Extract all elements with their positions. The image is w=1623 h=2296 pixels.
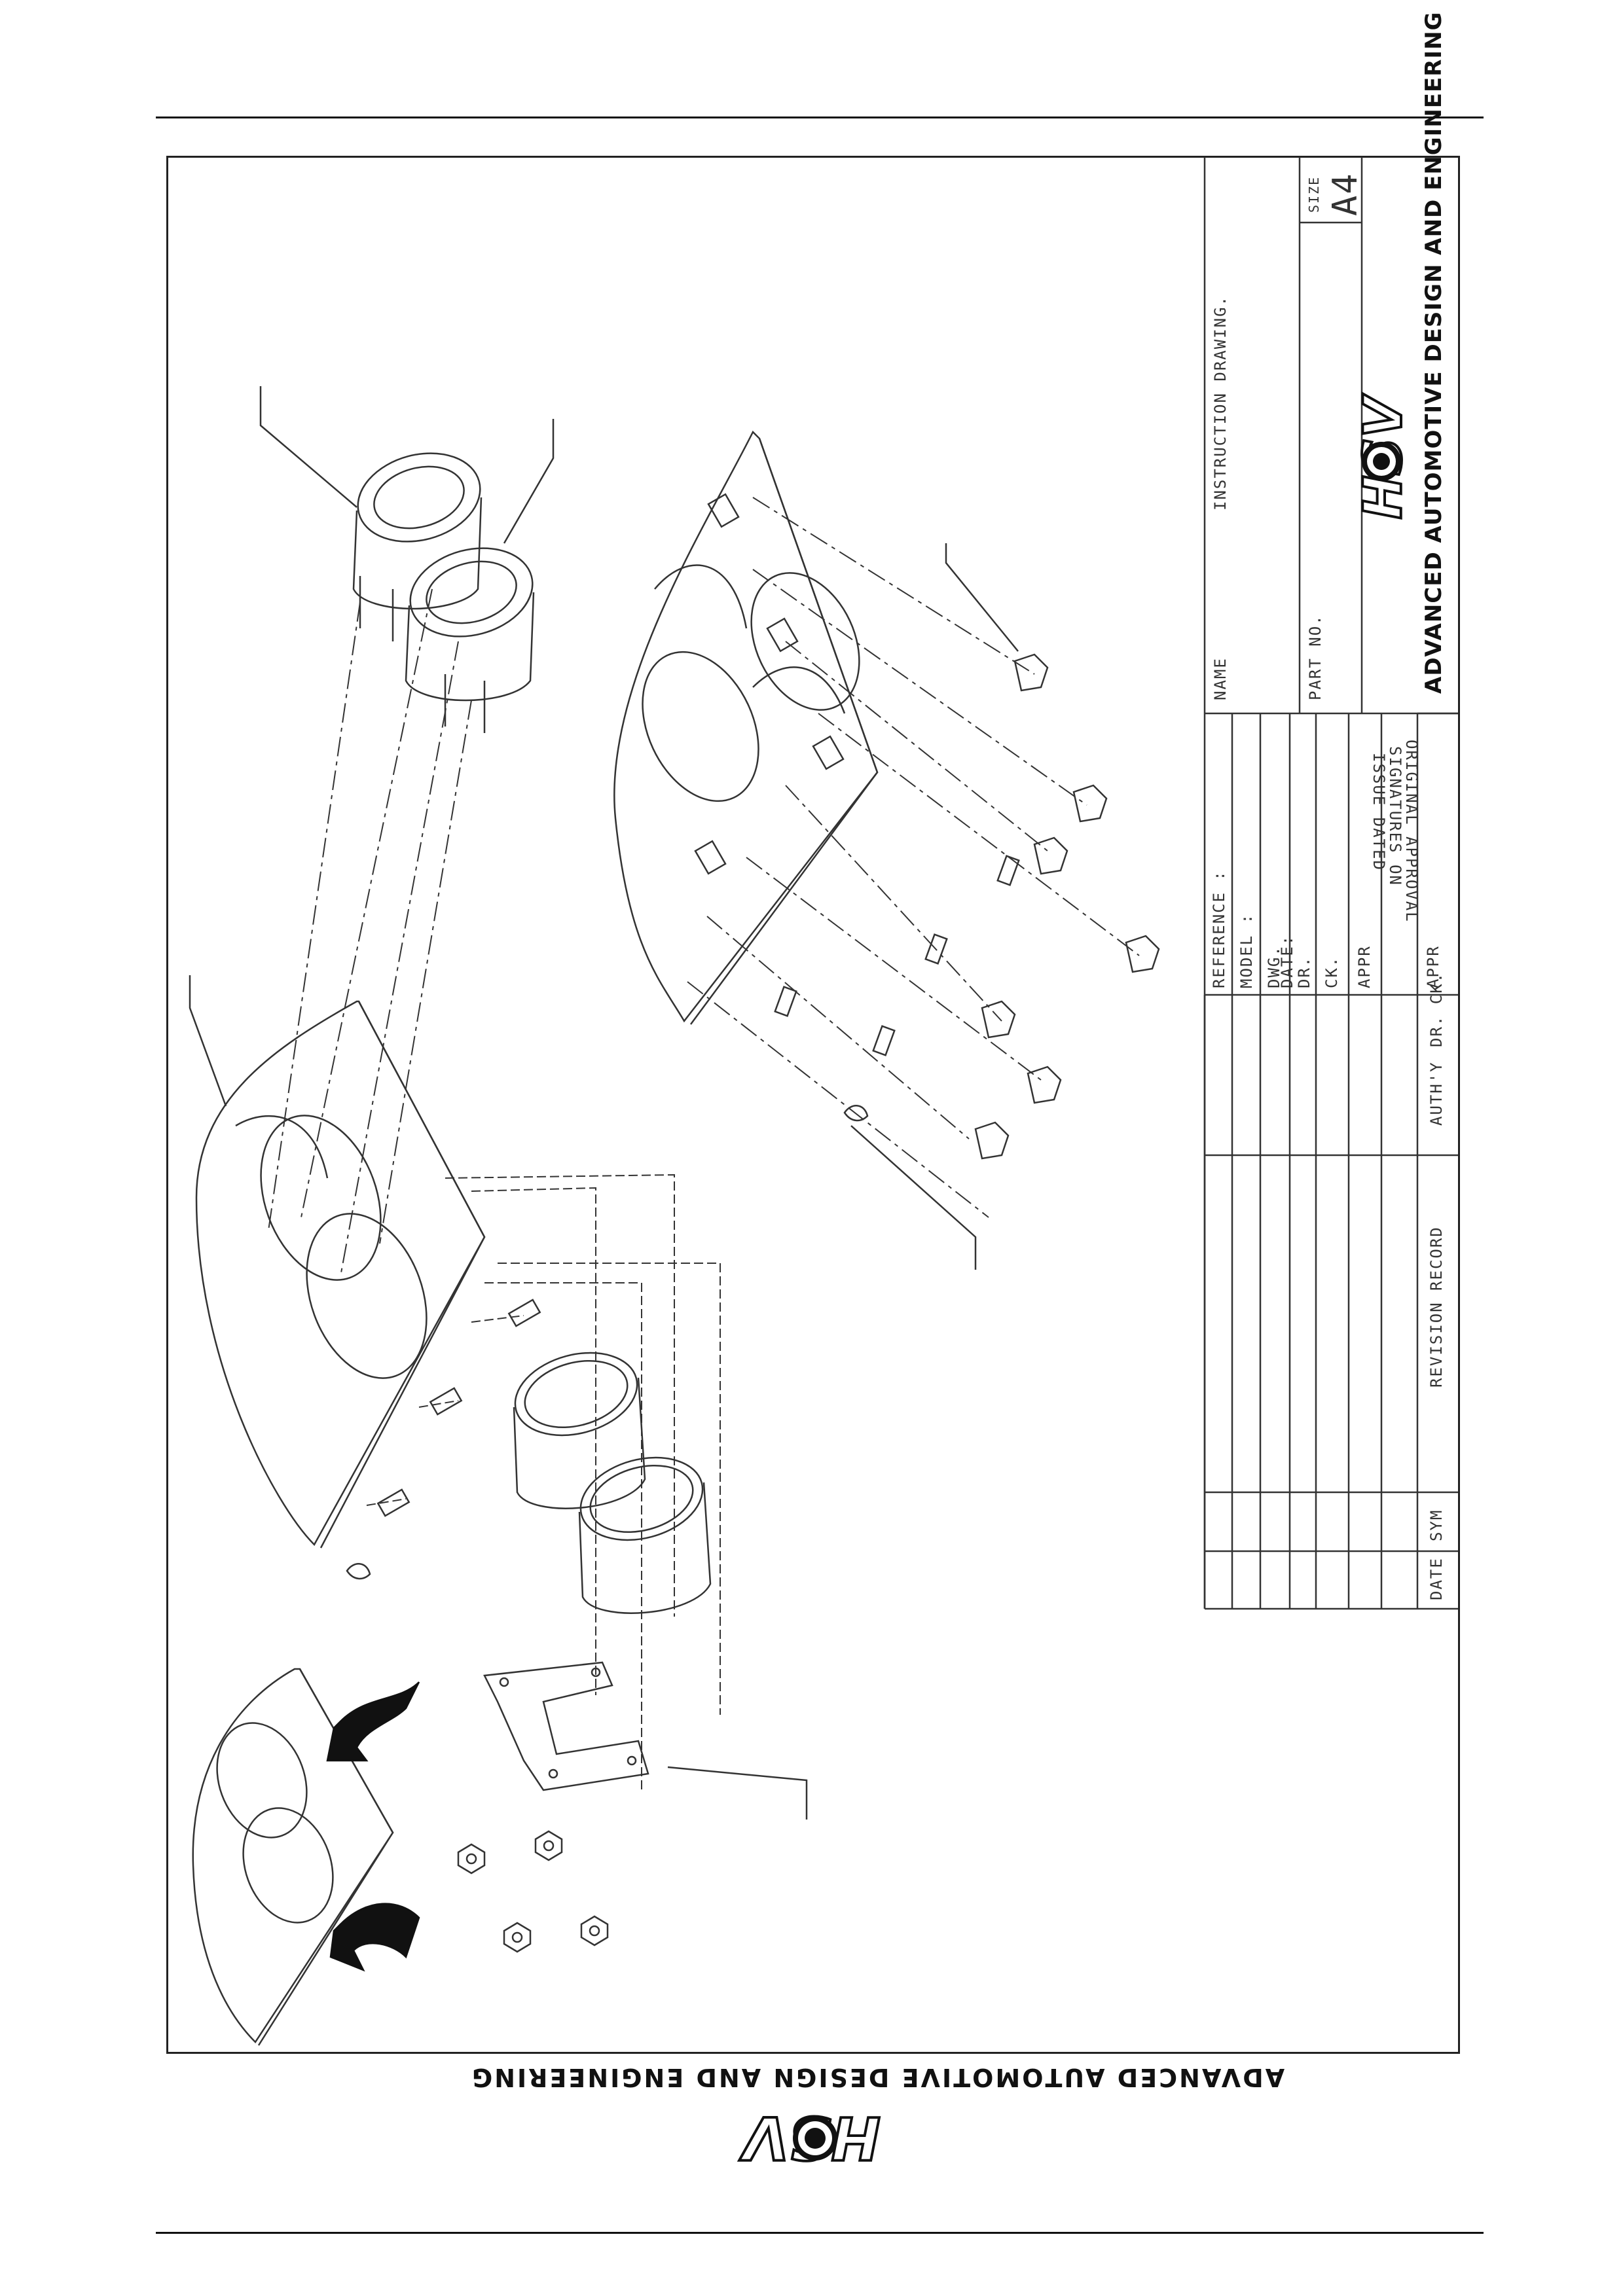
rev-date: DATE (1427, 1557, 1446, 1600)
model-label: MODEL : (1237, 913, 1256, 988)
upper-gauges (348, 440, 542, 733)
arrow-icons (327, 1682, 419, 1970)
signatures-on: SIGNATURES ON (1386, 746, 1404, 886)
issue-dated: ISSUE DATED (1370, 753, 1388, 871)
leader-lines (190, 386, 1018, 1820)
nuts (458, 1831, 608, 1952)
mounting-bracket (484, 1662, 648, 1790)
middle-pod-housing (196, 1001, 484, 1548)
reference-label: REFERENCE : (1210, 870, 1228, 988)
size-value: A4 (1326, 172, 1365, 216)
title-hsv-logo: HSV (1353, 393, 1413, 520)
ck-label: CK. (1322, 956, 1341, 988)
rev-authy: AUTH'Y (1427, 1061, 1446, 1126)
middle-clips (347, 1300, 540, 1579)
name-label: NAME (1211, 657, 1230, 700)
date-label: DATE: (1278, 935, 1296, 988)
original-approval: ORIGINAL APPROVAL (1402, 740, 1421, 923)
rev-dr-ck: DR. CK. (1427, 972, 1446, 1047)
lower-gauge-rings (506, 1340, 712, 1613)
title-company: ADVANCED AUTOMOTIVE DESIGN AND ENGINEERI… (1421, 12, 1447, 694)
appr-label: APPR (1355, 945, 1374, 988)
footer-hsv-logo: HSV (739, 2103, 881, 2172)
part-no-label: PART NO. (1306, 614, 1324, 700)
upper-pod-assembly (614, 432, 880, 1024)
size-label: SIZE (1306, 176, 1322, 213)
dr-label: DR. (1295, 956, 1313, 988)
upper-clips (775, 655, 1159, 1158)
footer-company: ADVANCED AUTOMOTIVE DESIGN AND ENGINEERI… (470, 2063, 1285, 2092)
rev-record: REVISION RECORD (1427, 1226, 1446, 1388)
rev-sym: SYM (1427, 1509, 1446, 1541)
instruction-label: INSTRUCTION DRAWING. (1211, 295, 1230, 511)
